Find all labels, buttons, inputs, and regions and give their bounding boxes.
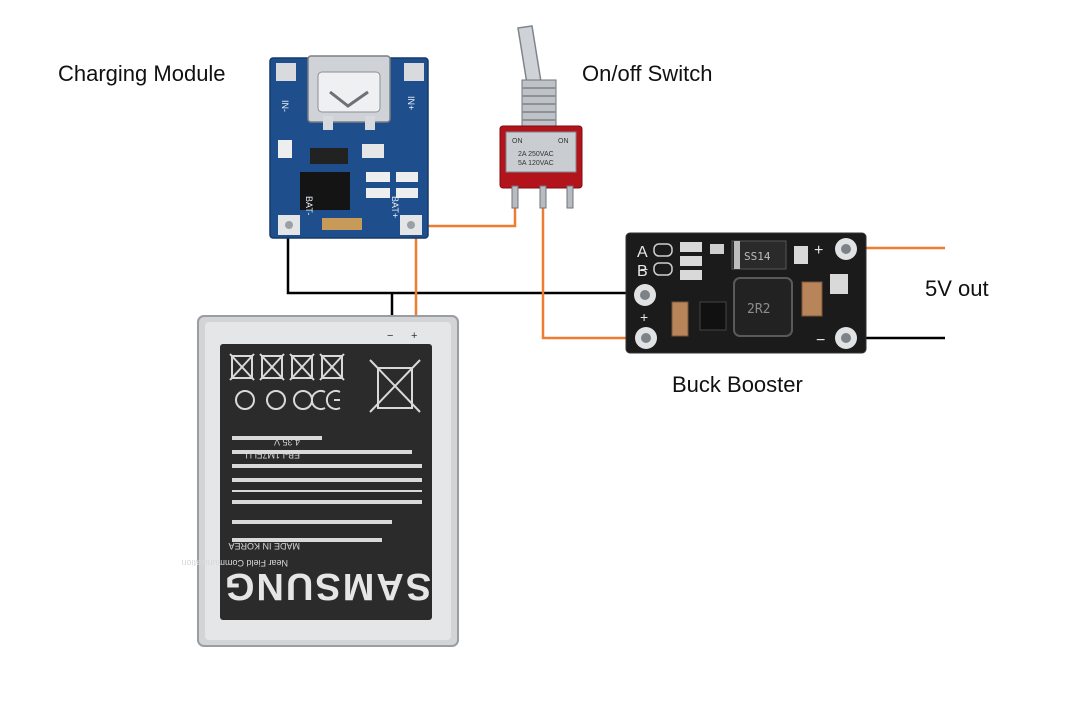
buck-pad-in-neg <box>634 284 656 306</box>
in-neg-sign: − <box>640 261 648 277</box>
in-pos-sign: + <box>640 309 648 325</box>
switch-rating-2: 5A 120VAC <box>518 160 554 167</box>
wire-charging-bat-neg <box>286 225 645 295</box>
output-label: 5V out <box>925 276 989 301</box>
toggle-switch: ON ON 2A 250VAC 5A 120VAC <box>499 25 583 209</box>
battery-nfc: Near Field Communication <box>181 558 288 568</box>
wire-switch-to-buck <box>541 192 646 340</box>
pin-a-label: A <box>637 244 648 261</box>
battery-made-in: MADE IN KOREA <box>228 541 300 551</box>
usb-port <box>307 55 391 130</box>
switch-on-left: ON <box>512 138 523 145</box>
out-pos-sign: + <box>814 242 823 259</box>
switch-rating-1: 2A 250VAC <box>518 151 554 158</box>
pin-bat-pos-label: BAT+ <box>390 196 400 218</box>
battery-neg-terminal: − <box>387 330 393 342</box>
compliance-symbols <box>229 353 421 413</box>
battery-pos-terminal: + <box>411 330 417 342</box>
switch-label: On/off Switch <box>582 61 713 86</box>
buck-pad-out-pos <box>835 238 857 260</box>
pin-in-pos-label: IN+ <box>406 96 416 110</box>
battery-voltage: 4.35 V <box>274 437 300 447</box>
buck-pad-out-neg <box>835 327 857 349</box>
buck-booster: A B SS14 2R2 + − + − <box>625 232 867 354</box>
pin-b-label: B <box>637 263 648 280</box>
switch-on-right: ON <box>558 138 569 145</box>
buck-booster-label: Buck Booster <box>672 372 803 397</box>
battery: − + 4.35 V EB-L1M7FLU <box>181 315 459 647</box>
wire-charging-to-switch <box>416 192 517 228</box>
inductor-label: 2R2 <box>747 302 770 317</box>
bat-pos-pad <box>400 215 422 235</box>
pin-bat-neg-label: BAT- <box>304 196 314 215</box>
battery-brand: SAMSUNG <box>223 565 431 607</box>
buck-pad-in-pos <box>635 327 657 349</box>
pin-in-neg-label: IN- <box>280 100 290 112</box>
diode-label: SS14 <box>744 250 771 263</box>
charging-module: IN- IN+ BAT- BAT+ <box>269 55 429 239</box>
charging-module-label: Charging Module <box>58 61 226 86</box>
battery-model: EB-L1M7FLU <box>245 450 300 460</box>
out-neg-sign: − <box>816 332 825 349</box>
battery-spec-lines <box>232 436 422 542</box>
bat-neg-pad <box>278 215 300 235</box>
